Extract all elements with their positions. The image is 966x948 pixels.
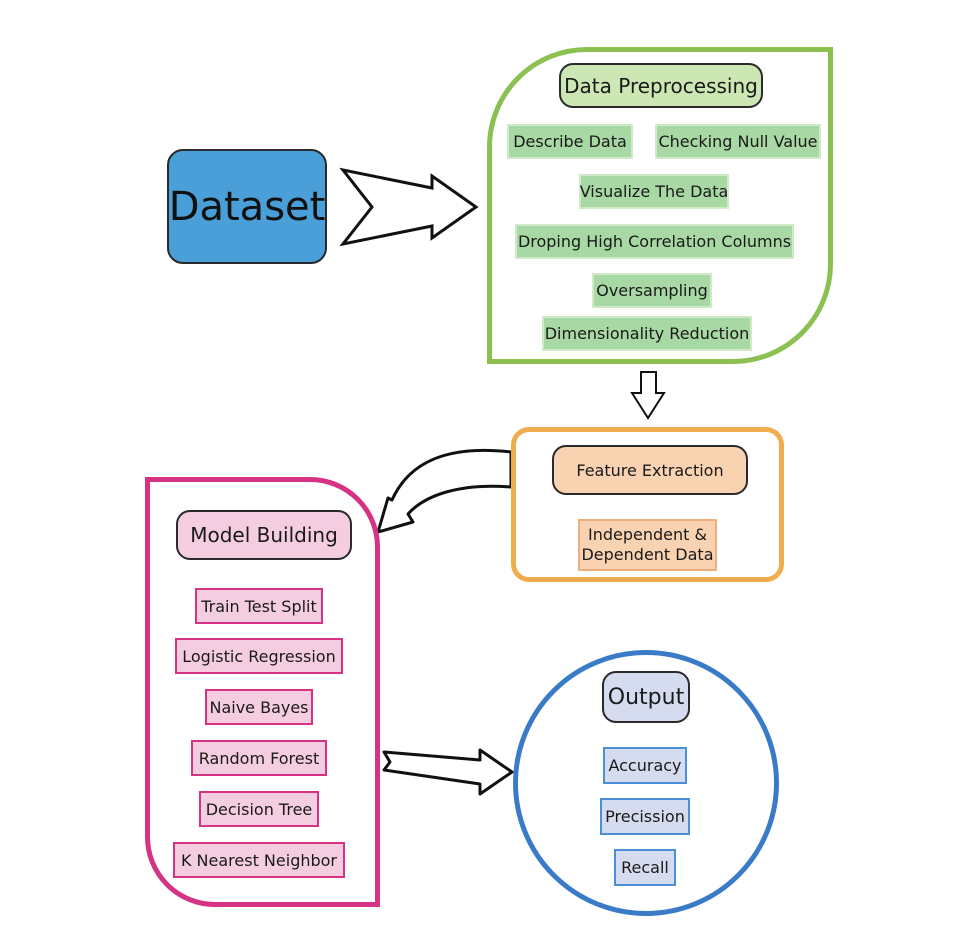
preprocessing-step: Visualize The Data — [579, 174, 729, 209]
model-building-title: Model Building — [176, 510, 352, 560]
dataset-box: Dataset — [167, 149, 327, 264]
arrow-dataset-to-preprocessing — [339, 167, 479, 247]
output-item: Precission — [600, 798, 690, 835]
model-item: K Nearest Neighbor — [173, 842, 345, 878]
preprocessing-step: Oversampling — [592, 273, 712, 308]
model-item: Naive Bayes — [205, 689, 313, 725]
feature-extraction-item: Independent & Dependent Data — [578, 519, 717, 571]
feature-extraction-title: Feature Extraction — [552, 445, 748, 495]
model-item: Train Test Split — [195, 588, 323, 624]
preprocessing-title: Data Preprocessing — [559, 63, 763, 108]
output-title: Output — [602, 671, 690, 723]
arrow-preprocessing-to-feature — [630, 371, 666, 420]
arrow-feature-to-model — [376, 448, 513, 534]
preprocessing-step: Describe Data — [507, 124, 633, 159]
feature-extraction-line: Independent & — [588, 525, 707, 544]
model-item: Random Forest — [191, 740, 327, 776]
model-item: Logistic Regression — [175, 638, 343, 674]
model-item: Decision Tree — [199, 791, 319, 827]
arrow-model-to-output — [382, 748, 514, 796]
preprocessing-step: Dimensionality Reduction — [542, 316, 752, 351]
preprocessing-step: Droping High Correlation Columns — [515, 224, 794, 259]
preprocessing-step: Checking Null Value — [655, 124, 821, 159]
output-item: Accuracy — [603, 747, 687, 784]
feature-extraction-line: Dependent Data — [581, 545, 714, 564]
output-item: Recall — [614, 849, 676, 886]
